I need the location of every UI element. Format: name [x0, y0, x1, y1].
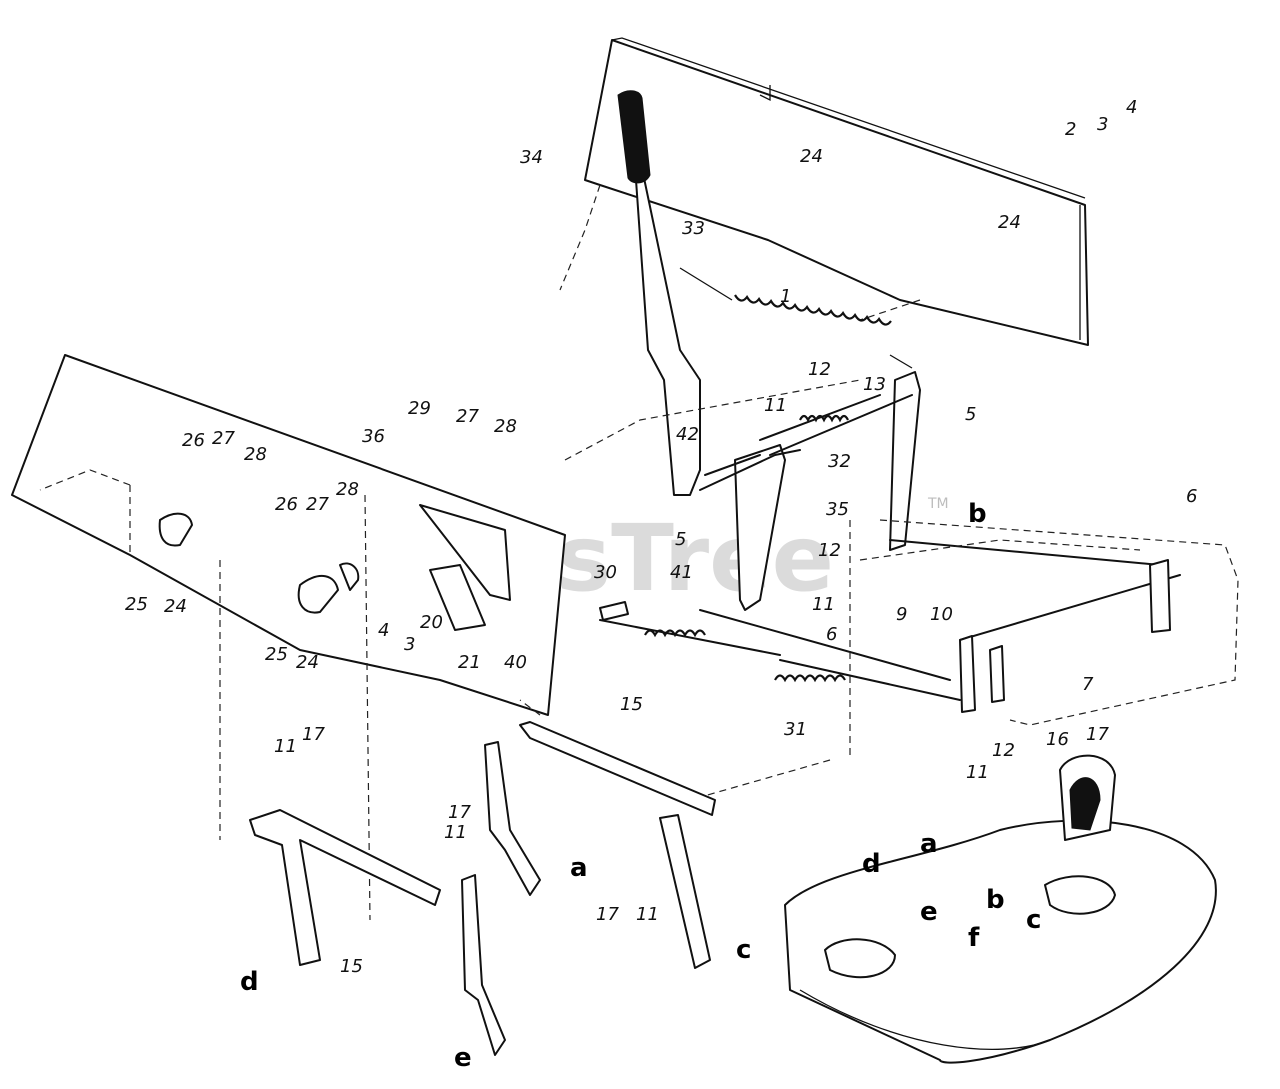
part-label-17: 17 [302, 724, 325, 745]
part-label-11: 11 [636, 904, 659, 925]
part-label-4: 4 [378, 620, 389, 641]
part-label-26: 26 [182, 430, 205, 451]
part-label-15: 15 [620, 694, 643, 715]
part-label-3: 3 [404, 634, 415, 655]
mower-deck [784, 754, 1217, 1064]
part-label-17: 17 [1086, 724, 1109, 745]
part-label-25: 25 [265, 644, 288, 665]
part-label-25: 25 [125, 594, 148, 615]
connection-label-e: e [454, 1043, 472, 1073]
part-label-4: 4 [1126, 97, 1137, 118]
part-label-11: 11 [966, 762, 989, 783]
part-label-6: 6 [1186, 486, 1197, 507]
connection-label-d: d [862, 849, 881, 879]
part-label-11: 11 [444, 822, 467, 843]
part-label-40: 40 [504, 652, 527, 673]
rear-panel [559, 37, 1089, 346]
part-label-28: 28 [494, 416, 517, 437]
part-label-12: 12 [992, 740, 1015, 761]
watermark-trademark: TM [927, 496, 949, 512]
lift-handle [617, 90, 701, 496]
part-label-7: 7 [1082, 674, 1094, 695]
part-label-33: 33 [682, 218, 705, 239]
part-label-17: 17 [596, 904, 619, 925]
connection-label-a: a [570, 853, 588, 883]
part-label-2: 2 [1065, 119, 1076, 140]
part-label-27: 27 [212, 428, 235, 449]
spring-31 [599, 601, 846, 683]
part-label-20: 20 [420, 612, 443, 633]
part-label-21: 21 [458, 652, 481, 673]
part-label-12: 12 [808, 359, 831, 380]
part-label-35: 35 [826, 499, 849, 520]
part-label-34: 34 [520, 147, 543, 168]
part-label-24: 24 [164, 596, 187, 617]
part-label-11: 11 [764, 395, 787, 416]
part-label-10: 10 [930, 604, 953, 625]
part-label-16: 16 [1046, 729, 1069, 750]
part-label-5: 5 [675, 529, 686, 550]
connection-label-c: c [1026, 905, 1041, 935]
part-label-36: 36 [362, 426, 385, 447]
part-label-29: 29 [408, 398, 431, 419]
part-label-12: 12 [818, 540, 841, 561]
part-label-24: 24 [296, 652, 319, 673]
connection-label-b: b [968, 499, 987, 529]
connection-label-f: f [968, 923, 980, 953]
lift-arms [249, 721, 716, 1056]
part-label-5: 5 [965, 404, 976, 425]
part-label-17: 17 [448, 802, 471, 823]
part-label-15: 15 [340, 956, 363, 977]
part-label-41: 41 [670, 562, 693, 583]
spring-1 [679, 267, 913, 369]
side-panel [11, 354, 566, 921]
part-label-26: 26 [275, 494, 298, 515]
part-label-32: 32 [828, 451, 851, 472]
part-label-11: 11 [812, 594, 835, 615]
part-label-31: 31 [784, 719, 807, 740]
part-label-6: 6 [826, 624, 837, 645]
part-label-28: 28 [244, 444, 267, 465]
connection-label-c: c [736, 935, 751, 965]
part-label-27: 27 [306, 494, 329, 515]
part-label-9: 9 [896, 604, 907, 625]
part-label-13: 13 [863, 374, 886, 395]
part-label-28: 28 [336, 479, 359, 500]
frame-outline [564, 379, 1239, 801]
connection-label-d: d [240, 967, 259, 997]
part-label-1: 1 [780, 286, 791, 307]
lift-linkage [599, 371, 1181, 713]
part-label-24: 24 [800, 146, 823, 167]
part-label-30: 30 [594, 562, 617, 583]
part-label-11: 11 [274, 736, 297, 757]
connection-label-a: a [920, 829, 938, 859]
part-label-42: 42 [676, 424, 699, 445]
part-label-24: 24 [998, 212, 1021, 233]
part-label-27: 27 [456, 406, 479, 427]
connection-label-b: b [986, 885, 1005, 915]
part-label-3: 3 [1097, 114, 1108, 135]
connection-label-e: e [920, 897, 938, 927]
